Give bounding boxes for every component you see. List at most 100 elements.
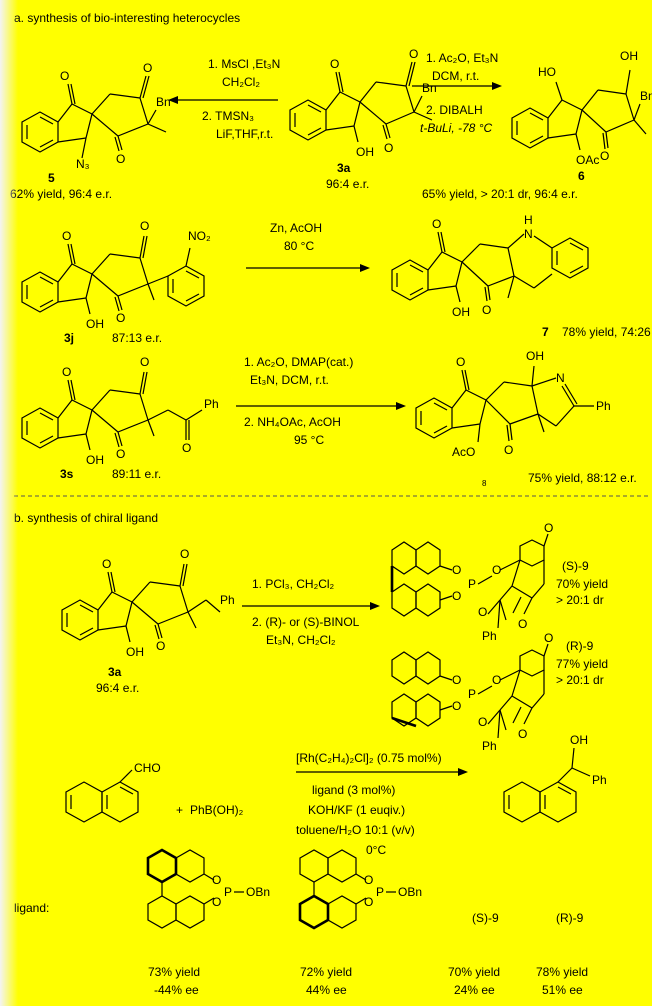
- compound-8-result: 75% yield, 88:12 e.r.: [528, 471, 637, 485]
- structure-8: O AcO O OH N Ph: [415, 349, 611, 459]
- atom-bn: Bn: [422, 81, 437, 95]
- atom-o: O: [504, 443, 513, 457]
- atom-o: O: [452, 589, 461, 603]
- r9-dr: > 20:1 dr: [556, 673, 604, 687]
- atom-o: O: [212, 873, 221, 887]
- r4-cond1: 1. PCl₃, CH₂Cl₂: [252, 577, 335, 591]
- structure-alcohol: OH Ph: [503, 733, 607, 823]
- atom-o: O: [384, 141, 393, 155]
- ligand-3-ee: 24% ee: [454, 983, 495, 997]
- atom-o: O: [518, 617, 527, 631]
- atom-ho: HO: [538, 65, 556, 79]
- compound-3j-label: 3j: [64, 331, 74, 345]
- atom-oh: OH: [86, 317, 104, 331]
- structure-3a: O OH O O Bn: [289, 47, 437, 159]
- atom-aco: AcO: [452, 445, 475, 459]
- atom-o: O: [140, 219, 149, 233]
- atom-ph: Ph: [482, 629, 497, 643]
- r1-left-cond3: 2. TMSN₃: [202, 109, 254, 123]
- s9-dr: > 20:1 dr: [556, 593, 604, 607]
- atom-o: O: [182, 441, 191, 455]
- atom-ph: Ph: [204, 397, 219, 411]
- atom-o: O: [116, 447, 125, 461]
- atom-cho: CHO: [134, 761, 161, 775]
- compound-3a-er: 96:4 e.r.: [326, 177, 369, 191]
- r1-right-cond4: t-BuLi, -78 °C: [420, 121, 492, 135]
- atom-o: O: [600, 149, 609, 163]
- atom-oh: OH: [452, 305, 470, 319]
- ligand-4-ee: 51% ee: [542, 983, 583, 997]
- structure-3a-b: O OH O O Ph: [61, 547, 235, 659]
- atom-o: O: [364, 895, 373, 909]
- ligand-label: ligand:: [14, 901, 49, 915]
- atom-oh: OH: [356, 145, 374, 159]
- structure-s9: O O P O O O O Ph: [390, 521, 553, 643]
- r3-cond3: 2. NH₄OAc, AcOH: [244, 415, 341, 429]
- r1-left-cond2: CH₂Cl₂: [222, 75, 260, 89]
- structure-3s: O OH O O O Ph: [21, 355, 219, 467]
- atom-o: O: [452, 673, 461, 687]
- compound-8-label: 8: [482, 479, 487, 488]
- atom-oh: OH: [126, 645, 144, 659]
- atom-o: O: [518, 727, 527, 741]
- compound-3s-label: 3s: [60, 467, 74, 481]
- atom-o: O: [62, 229, 71, 243]
- compound-5-result: 62% yield, 96:4 e.r.: [10, 187, 112, 201]
- r2-cond2: 80 °C: [284, 239, 314, 253]
- ligand-1-ee: -44% ee: [154, 983, 199, 997]
- r3-cond1: 1. Ac₂O, DMAP(cat.): [244, 355, 353, 369]
- compound-6-result: 65% yield, > 20:1 dr, 96:4 e.r.: [422, 187, 578, 201]
- compound-3j-er: 87:13 e.r.: [112, 331, 162, 345]
- atom-oac: OAc: [576, 153, 599, 167]
- atom-o: O: [432, 217, 441, 231]
- atom-p: P: [468, 577, 476, 591]
- atom-o: O: [478, 605, 487, 619]
- structure-7: O OH O H N: [391, 213, 589, 319]
- section-b-title: b. synthesis of chiral ligand: [14, 511, 158, 525]
- atom-o: O: [492, 673, 501, 687]
- r5-cond1: [Rh(C₂H₄)₂Cl]₂ (0.75 mol%): [296, 751, 442, 765]
- atom-p: P: [376, 885, 384, 899]
- atom-o: O: [156, 639, 165, 653]
- atom-o: O: [452, 699, 461, 713]
- r1-right-cond2: DCM, r.t.: [432, 69, 479, 83]
- atom-oh: OH: [620, 49, 638, 63]
- ligand-structure-1: O O P OBn: [146, 848, 270, 929]
- r2-cond1: Zn, AcOH: [270, 221, 322, 235]
- left-edge-fade: [0, 0, 18, 1006]
- atom-o: O: [544, 631, 553, 645]
- structure-3j: O OH O O NO₂: [21, 219, 211, 331]
- atom-bn: Bn: [156, 95, 171, 109]
- compound-7-label: 7: [542, 325, 549, 339]
- compound-3a-b-label: 3a: [108, 665, 122, 679]
- r1-left-cond4: LiF,THF,r.t.: [216, 127, 273, 141]
- atom-o: O: [116, 311, 125, 325]
- atom-ph: Ph: [592, 773, 607, 787]
- atom-o: O: [143, 61, 152, 75]
- atom-o: O: [62, 365, 71, 379]
- section-a-title: a. synthesis of bio-interesting heterocy…: [14, 11, 240, 25]
- atom-n3: N₃: [76, 157, 90, 171]
- r3-cond4: 95 °C: [294, 433, 324, 447]
- atom-o: O: [452, 563, 461, 577]
- s9-yield: 70% yield: [556, 577, 608, 591]
- reagent-phboh2: PhB(OH)₂: [190, 803, 244, 817]
- r1-right-cond1: 1. Ac₂O, Et₃N: [426, 51, 498, 65]
- atom-oh: OH: [570, 733, 588, 747]
- r9-label: (R)-9: [566, 639, 594, 653]
- atom-o: O: [364, 873, 373, 887]
- ligand-structure-2: O O P OBn: [298, 849, 422, 930]
- atom-o: O: [116, 152, 125, 166]
- r1-left-cond1: 1. MsCl ,Et₃N: [208, 57, 280, 71]
- r5-cond3: KOH/KF (1 euqiv.): [308, 803, 405, 817]
- atom-o: O: [60, 69, 69, 83]
- ligand-4-yield: 78% yield: [536, 965, 588, 979]
- atom-ph: Ph: [482, 739, 497, 753]
- plus-sign: +: [176, 803, 183, 817]
- atom-o: O: [478, 715, 487, 729]
- compound-3a-b-er: 96:4 e.r.: [96, 681, 139, 695]
- atom-bn: Bn: [640, 89, 652, 103]
- atom-h: H: [524, 213, 533, 227]
- compound-6-label: 6: [578, 169, 585, 183]
- atom-n: N: [556, 371, 565, 385]
